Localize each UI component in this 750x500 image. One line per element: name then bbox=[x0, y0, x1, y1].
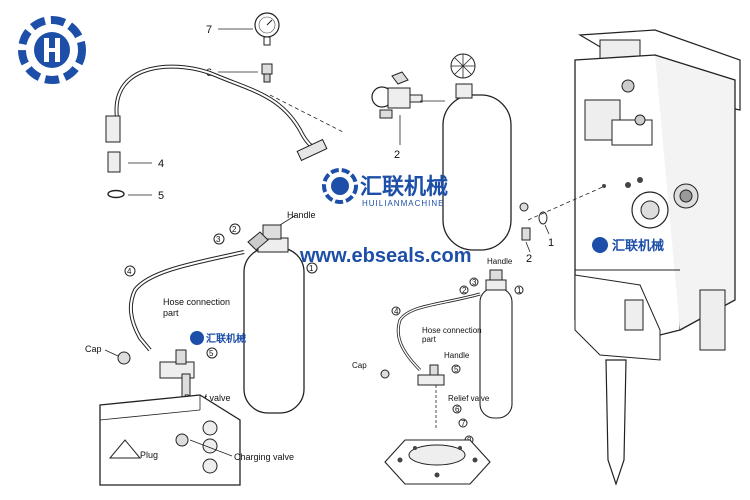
label-part-4-left: 4 bbox=[127, 267, 132, 276]
watermark-small-right: 汇联机械 bbox=[612, 238, 664, 253]
label-part-6-mid: 6 bbox=[455, 405, 460, 414]
label-part-2-top: 2 bbox=[394, 149, 400, 161]
website-watermark: www.ebseals.com bbox=[299, 245, 472, 267]
left-charging-diagram: Handle 2 3 1 4 Hose connection part 5 Ca… bbox=[85, 210, 318, 486]
label-part-4: 4 bbox=[158, 158, 164, 170]
label-part-7: 7 bbox=[206, 24, 212, 36]
label-part-5-mid: 5 bbox=[454, 365, 459, 374]
label-hose-connection-left-1: Hose connection bbox=[163, 297, 230, 307]
breaker-chisel bbox=[605, 359, 627, 486]
middle-charging-diagram: Handle 3 2 1 4 Hose connection part Hand… bbox=[352, 257, 524, 485]
label-plug-left: Plug bbox=[140, 450, 158, 460]
label-part-3-mid: 3 bbox=[472, 278, 477, 287]
label-part-4-mid: 4 bbox=[394, 307, 399, 316]
label-part-1-left: 1 bbox=[309, 264, 314, 273]
label-part-2-right: 2 bbox=[526, 253, 532, 265]
label-handle-left: Handle bbox=[287, 210, 316, 220]
adapter-fittings: 4 5 bbox=[105, 115, 164, 202]
label-part-1-right: 1 bbox=[548, 237, 554, 249]
label-hose-connection-left-2: part bbox=[163, 308, 179, 318]
label-part-3-left: 3 bbox=[216, 235, 221, 244]
nitrogen-cylinder-top bbox=[442, 53, 512, 251]
watermark-center: 汇联机械 HUILIANMACHINE bbox=[322, 168, 448, 208]
label-cap-mid: Cap bbox=[352, 361, 367, 370]
label-charging-valve-left: Charging valve bbox=[234, 452, 294, 462]
watermark-cn: 汇联机械 bbox=[360, 174, 448, 199]
label-relief-valve-mid: Relief valve bbox=[448, 394, 490, 403]
label-hose-connection-mid-1: Hose connection bbox=[422, 326, 482, 335]
label-relief-valve-left: Relief valve bbox=[184, 393, 231, 403]
watermark-small-left: 汇联机械 bbox=[206, 332, 246, 345]
label-hose-connection-mid-2: part bbox=[422, 335, 437, 344]
label-handle-mid-top: Handle bbox=[487, 257, 513, 266]
charging-hose bbox=[114, 64, 323, 151]
label-part-1-mid: 1 bbox=[517, 286, 522, 295]
label-part-5-left: 5 bbox=[209, 349, 214, 358]
label-part-2-left: 2 bbox=[232, 225, 237, 234]
label-cap-left: Cap bbox=[85, 344, 102, 354]
watermark-en: HUILIANMACHINE bbox=[362, 199, 444, 208]
left-cylinder bbox=[243, 247, 305, 414]
label-handle-mid: Handle bbox=[444, 351, 470, 360]
label-part-2-mid: 2 bbox=[462, 286, 467, 295]
gauge-assembly: 7 6 bbox=[206, 12, 280, 83]
label-part-7-mid: 7 bbox=[461, 419, 466, 428]
label-part-5: 5 bbox=[158, 190, 164, 202]
brand-logo bbox=[18, 16, 86, 84]
regulator-valve: 2 bbox=[371, 71, 423, 161]
hydraulic-breaker: 2 1 汇联机械 bbox=[519, 29, 741, 486]
hose-end-fitting bbox=[296, 138, 328, 162]
